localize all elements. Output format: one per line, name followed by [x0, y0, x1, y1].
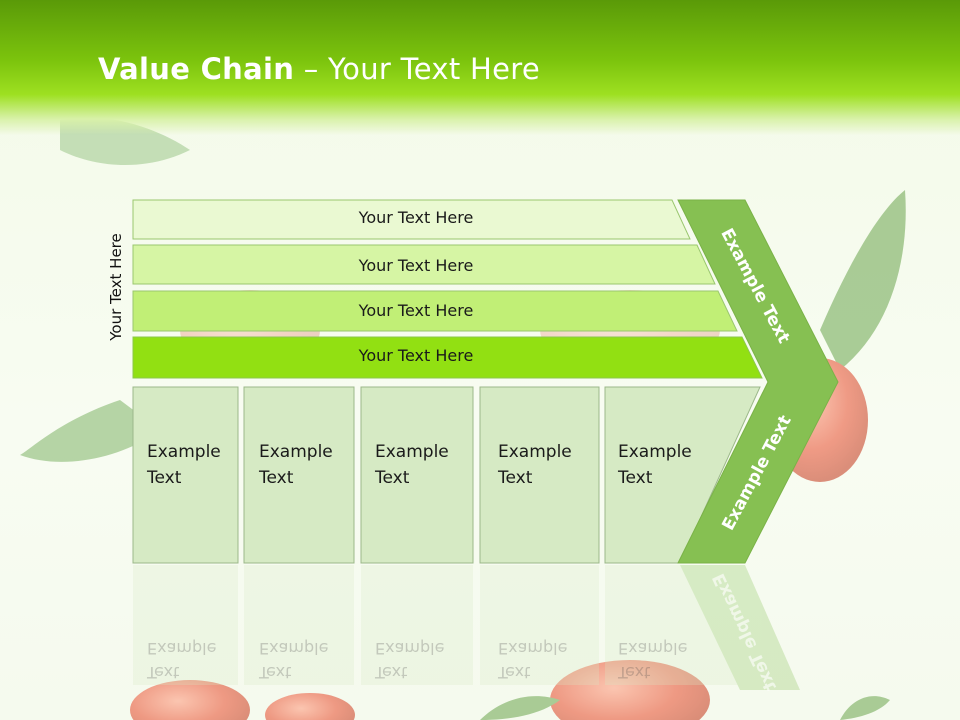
box-3-reflection-line1: Example: [375, 639, 445, 658]
box-3-reflection-line2: Text: [375, 663, 408, 682]
box-1-label: Example Text: [147, 439, 221, 491]
slide-title: Value Chain – Your Text Here: [98, 52, 540, 86]
title-rest: – Your Text Here: [294, 52, 540, 86]
side-label: Your Text Here: [107, 233, 125, 341]
bar-1-label: Your Text Here: [358, 208, 474, 227]
box-4-reflection-text: Text Example: [498, 636, 567, 684]
box-3-label: Example Text: [375, 439, 449, 491]
box-5-line2: Text: [618, 468, 653, 488]
chevron-shape: [677, 199, 839, 564]
box-reflection: [244, 565, 354, 685]
box-4-line2: Text: [498, 468, 533, 488]
title-bold: Value Chain: [98, 52, 295, 86]
tomato-icon: [265, 693, 355, 720]
leaf-icon: [480, 696, 560, 720]
box-2-line2: Text: [259, 468, 294, 488]
leaf-icon: [840, 696, 890, 720]
box-1-line1: Example: [147, 442, 221, 462]
bar-3-shape: [132, 290, 738, 332]
bar-3-label: Your Text Here: [358, 301, 474, 320]
chevron-reflection: [680, 565, 800, 690]
box-4-reflection-line1: Example: [498, 639, 568, 658]
box-5-reflection-text: Text Example: [618, 636, 687, 684]
box-reflection: [133, 565, 238, 685]
box-reflection: [605, 565, 740, 685]
box-4-line1: Example: [498, 442, 572, 462]
box-2-reflection-line1: Example: [259, 639, 329, 658]
box-5-line1: Example: [618, 442, 692, 462]
box-5-label: Example Text: [618, 439, 692, 491]
box-2-label: Example Text: [259, 439, 333, 491]
leaf-icon: [20, 400, 160, 462]
box-2-line1: Example: [259, 442, 333, 462]
box-reflection: [361, 565, 473, 685]
box-reflection: [480, 565, 599, 685]
bar-1-shape: [132, 199, 691, 240]
box-3-reflection-text: Text Example: [375, 636, 444, 684]
tomato-icon: [130, 680, 250, 720]
bar-2-label: Your Text Here: [358, 256, 474, 275]
box-2-reflection-line2: Text: [259, 663, 292, 682]
box-1-reflection-line2: Text: [147, 663, 180, 682]
box-4-label: Example Text: [498, 439, 572, 491]
tomato-icon: [550, 660, 710, 720]
box-2-shape: [243, 386, 355, 564]
bar-4-label: Your Text Here: [358, 346, 474, 365]
box-3-line2: Text: [375, 468, 410, 488]
box-1-reflection-text: Text Example: [147, 636, 216, 684]
box-2-reflection-text: Text Example: [259, 636, 328, 684]
box-1-reflection-line1: Example: [147, 639, 217, 658]
box-4-shape: [479, 386, 600, 564]
box-3-line1: Example: [375, 442, 449, 462]
box-3-shape: [360, 386, 474, 564]
box-1-shape: [132, 386, 239, 564]
box-4-reflection-line2: Text: [498, 663, 531, 682]
leaf-icon: [820, 190, 906, 370]
bar-2-shape: [132, 244, 716, 285]
box-1-line2: Text: [147, 468, 182, 488]
box-5-reflection-line2: Text: [618, 663, 651, 682]
box-5-reflection-line1: Example: [618, 639, 688, 658]
header-band: [0, 0, 960, 135]
bar-4-shape: [132, 336, 763, 379]
